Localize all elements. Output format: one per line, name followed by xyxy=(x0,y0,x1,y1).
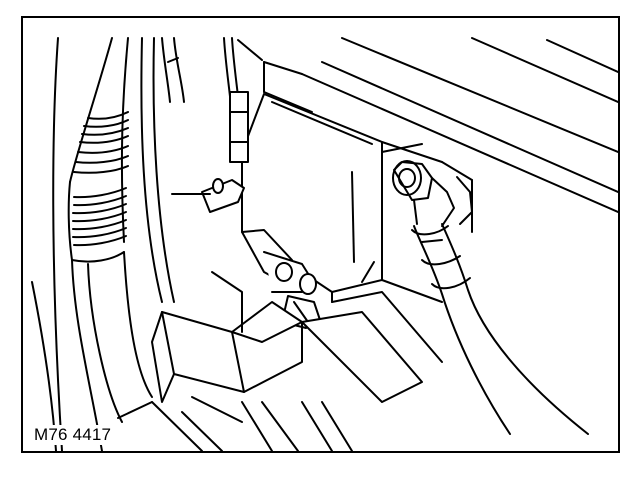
illustration-frame: M76 4417 xyxy=(21,16,620,453)
figure-reference-code: M76 4417 xyxy=(31,425,115,445)
harness-connector xyxy=(172,38,248,212)
body-panel-lines xyxy=(238,38,618,212)
earth-stud-bolt xyxy=(393,161,472,226)
technical-line-drawing xyxy=(23,18,618,451)
terminal-post xyxy=(242,230,320,328)
earth-cable xyxy=(412,224,588,434)
corrugated-harness-loom xyxy=(69,38,128,262)
leader-lines xyxy=(118,402,152,418)
harness-wires xyxy=(32,38,184,451)
lower-housing xyxy=(152,272,442,451)
